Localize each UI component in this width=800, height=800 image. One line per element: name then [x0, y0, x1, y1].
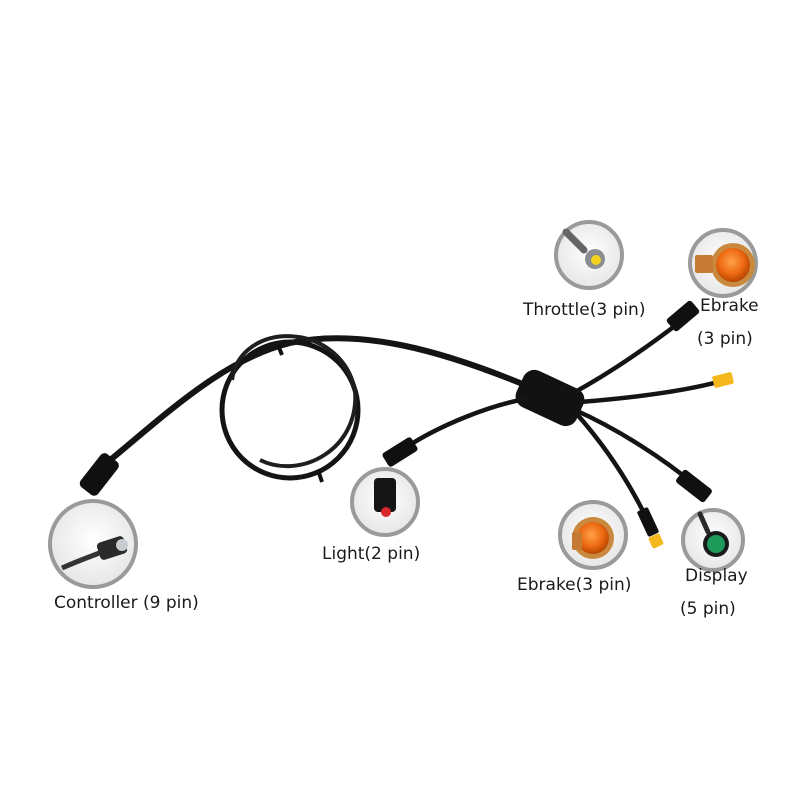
ebrake-top-callout [688, 228, 758, 298]
ebrake-top-pin-label: (3 pin) [697, 329, 753, 349]
ebrake-bottom-connector [637, 507, 659, 537]
ebrake-bottom-label: Ebrake(3 pin) [517, 575, 632, 595]
display-callout [681, 508, 745, 572]
branch-ebrake-bottom [573, 410, 648, 517]
throttle-callout [554, 220, 624, 290]
ebrake-bottom-callout [558, 500, 628, 570]
splitter-body [515, 369, 585, 427]
yellow-connector [712, 372, 734, 388]
display-cable-connector [676, 469, 712, 503]
ebrake-bottom-yellow-tip [648, 533, 664, 549]
controller-callout [48, 499, 138, 589]
controller-connector [79, 453, 119, 496]
light-cable-connector [382, 437, 418, 467]
light-callout [350, 467, 420, 537]
branch-light [403, 395, 531, 450]
cable-coil-inner [230, 334, 358, 469]
throttle-cable-connector [666, 300, 700, 332]
light-label: Light(2 pin) [322, 544, 421, 564]
throttle-label: Throttle(3 pin) [523, 300, 646, 320]
branch-display [574, 407, 697, 487]
branch-yellow [579, 379, 719, 405]
display-label: Display [685, 566, 748, 586]
coil-tie [316, 469, 324, 483]
coil-tie [276, 344, 284, 356]
cable-coil [219, 339, 361, 481]
main-cable [95, 335, 528, 473]
controller-label: Controller (9 pin) [54, 593, 199, 613]
ebrake-top-label: Ebrake [700, 296, 759, 316]
branch-throttle [573, 320, 682, 394]
display-pin-label: (5 pin) [680, 599, 736, 619]
